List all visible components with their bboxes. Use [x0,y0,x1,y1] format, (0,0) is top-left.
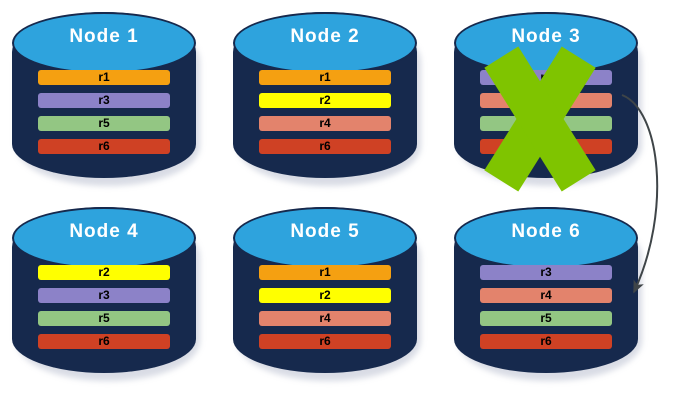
cylinder-top-ellipse [12,207,196,269]
cylinder-top-ellipse [233,12,417,74]
record-stripe[interactable]: r6 [259,334,391,349]
record-stripe[interactable]: r4 [480,288,612,303]
node-4[interactable]: Node 4 r2 r3 r5 r6 [10,203,206,385]
record-list: r2 r3 r5 r6 [38,265,170,357]
record-list: r3 r4 r5 r6 [480,265,612,357]
record-stripe[interactable]: r6 [38,139,170,154]
record-stripe[interactable]: r2 [38,265,170,280]
node-5[interactable]: Node 5 r1 r2 r4 r6 [231,203,427,385]
record-stripe[interactable]: r1 [259,265,391,280]
node-1[interactable]: Node 1 r1 r3 r5 r6 [10,8,206,190]
record-stripe[interactable]: r3 [38,288,170,303]
record-stripe[interactable]: r6 [259,139,391,154]
record-stripe[interactable]: r1 [38,70,170,85]
node-label: Node 2 [290,26,360,47]
record-stripe[interactable]: r6 [480,334,612,349]
record-stripe[interactable]: r2 [259,288,391,303]
record-stripe[interactable]: r4 [259,311,391,326]
record-stripe[interactable]: r2 [259,93,391,108]
node-label: Node 4 [69,221,139,242]
record-stripe[interactable]: r3 [38,93,170,108]
node-label: Node 5 [290,221,360,242]
record-stripe[interactable]: r4 [480,93,612,108]
record-stripe[interactable]: r5 [480,311,612,326]
record-stripe[interactable]: r5 [38,116,170,131]
node-label: Node 3 [511,26,581,47]
record-stripe[interactable]: r1 [259,70,391,85]
record-stripe[interactable]: r3 [480,70,612,85]
record-stripe[interactable]: r5 [480,116,612,131]
node-3[interactable]: Node 3 r3 r4 r5 r6 [452,8,648,190]
node-label: Node 1 [69,26,139,47]
record-list: r3 r4 r5 r6 [480,70,612,162]
node-6[interactable]: Node 6 r3 r4 r5 r6 [452,203,648,385]
node-label: Node 6 [511,221,581,242]
record-stripe[interactable]: r3 [480,265,612,280]
record-list: r1 r2 r4 r6 [259,70,391,162]
record-stripe[interactable]: r6 [38,334,170,349]
record-list: r1 r3 r5 r6 [38,70,170,162]
record-stripe[interactable]: r5 [38,311,170,326]
node-2[interactable]: Node 2 r1 r2 r4 r6 [231,8,427,190]
record-stripe[interactable]: r6 [480,139,612,154]
record-stripe[interactable]: r4 [259,116,391,131]
record-list: r1 r2 r4 r6 [259,265,391,357]
